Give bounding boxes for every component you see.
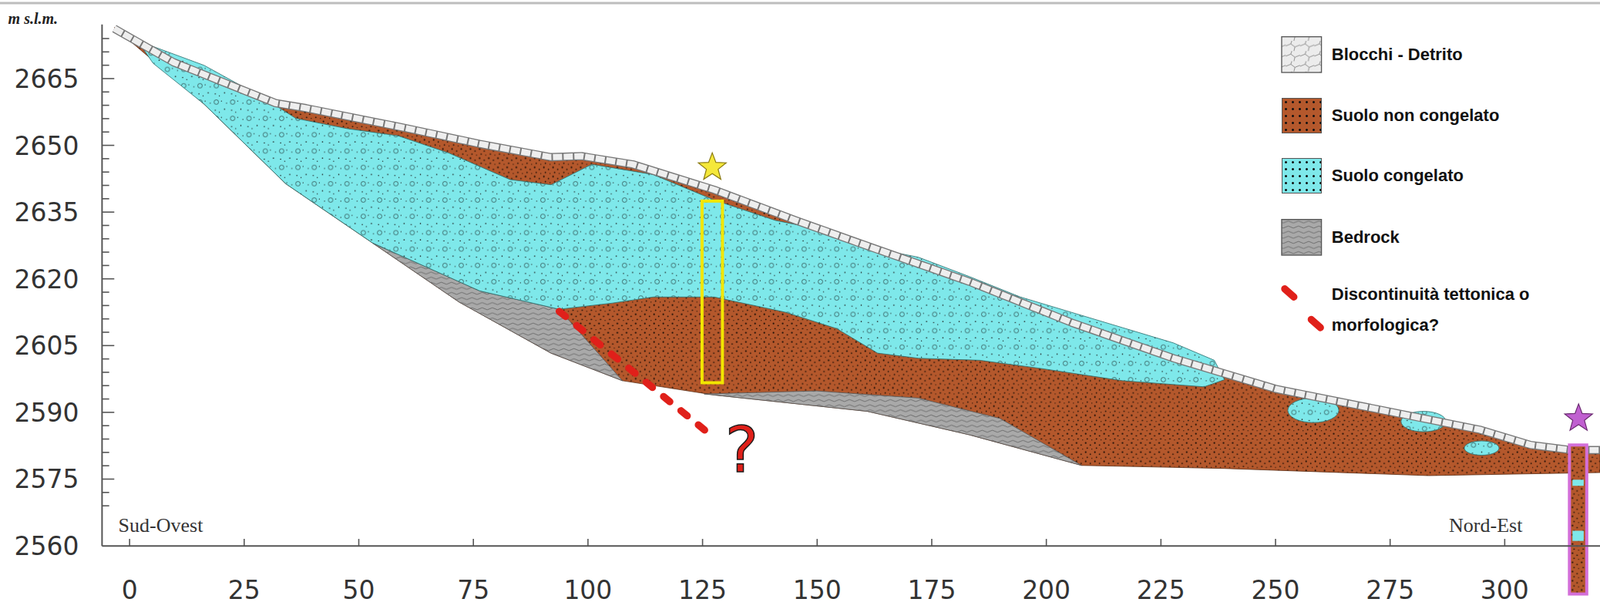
- elevation-label: 2665: [14, 63, 80, 94]
- distance-label: 25: [228, 574, 261, 606]
- elevation-label: 2635: [14, 197, 80, 228]
- elevation-label: 2650: [14, 130, 80, 161]
- legend-text: Bedrock: [1331, 227, 1400, 248]
- legend-text: Discontinuità tettonica o morfologica?: [1331, 278, 1564, 341]
- distance-label: 100: [563, 574, 612, 606]
- distance-label: 0: [121, 574, 138, 606]
- borehole-star: [698, 152, 727, 179]
- distance-label: 275: [1365, 574, 1415, 606]
- legend-text: Suolo non congelato: [1331, 105, 1500, 126]
- distance-label: 250: [1251, 574, 1301, 606]
- distance-label: 225: [1136, 574, 1186, 606]
- distance-label: 175: [907, 574, 956, 606]
- elevation-label: 2590: [14, 396, 80, 427]
- distance-label: 150: [793, 574, 842, 606]
- legend-swatch: [1281, 157, 1322, 194]
- distance-label: 300: [1480, 574, 1530, 606]
- borehole-star: [1564, 403, 1593, 431]
- distance-label: 200: [1021, 574, 1071, 606]
- elevation-label: 2575: [14, 463, 80, 495]
- axis-unit: m s.l.m.: [8, 9, 58, 27]
- distance-label: 75: [457, 574, 490, 606]
- elevation-label: 2560: [14, 531, 80, 562]
- legend-text: Blocchi - Detrito: [1331, 44, 1463, 65]
- distance-label: 50: [342, 574, 376, 606]
- elevation-label: 2605: [14, 330, 80, 361]
- direction-label: Sud-Ovest: [118, 514, 204, 538]
- distance-label: 125: [678, 574, 727, 606]
- elevation-label: 2620: [14, 263, 80, 294]
- question-mark: ?: [725, 412, 760, 486]
- legend-swatch: [1281, 97, 1322, 134]
- legend-text: Suolo congelato: [1331, 165, 1464, 186]
- direction-label: Nord-Est: [1448, 514, 1523, 538]
